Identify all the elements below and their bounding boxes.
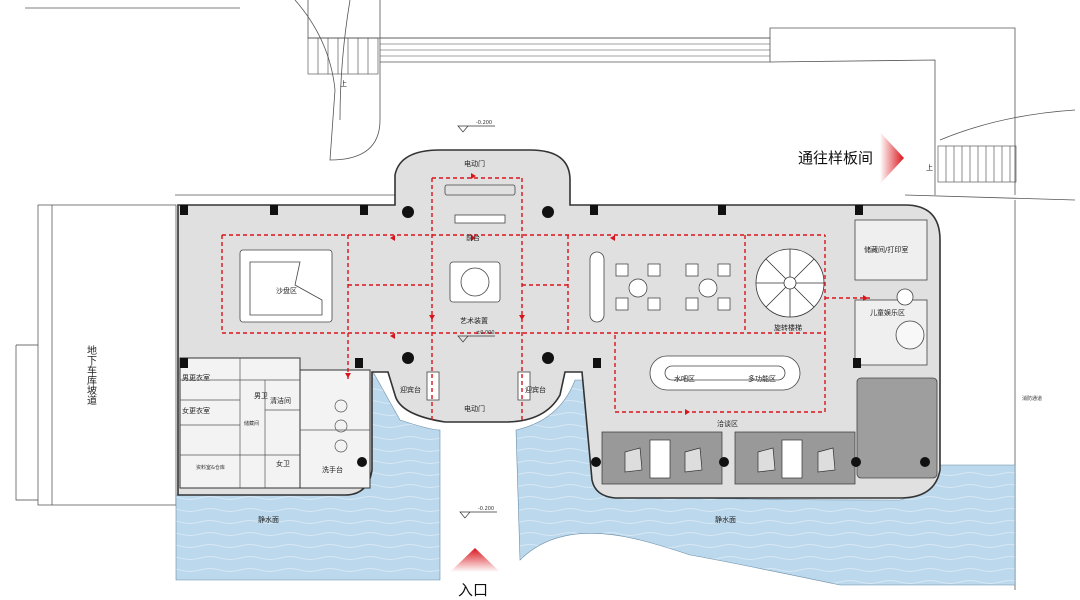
entrance-label: 入口 <box>458 581 488 599</box>
front-desk-label: 前台 <box>466 233 480 242</box>
female-locker-label: 女更衣室 <box>182 406 210 415</box>
electric-door-top-label: 电动门 <box>464 159 485 168</box>
columns <box>180 205 930 467</box>
cleaning-room-label: 清洁间 <box>270 396 291 405</box>
wash-basin-label: 洗手台 <box>322 465 343 474</box>
stair-top-left <box>307 37 770 75</box>
sand-table-label: 沙盘区 <box>276 286 297 295</box>
electric-door-bottom-label: 电动门 <box>464 404 485 413</box>
fire-lane-label: 消防通道 <box>1022 395 1042 402</box>
spiral-stair-icon <box>755 248 825 318</box>
cafe-tables <box>615 263 731 311</box>
service-partitions <box>180 358 370 488</box>
up-label-left: 上 <box>340 79 347 88</box>
to-showflat-label: 通往样板间 <box>798 149 873 167</box>
water-bar-label: 水吧区 <box>674 374 695 383</box>
up-label-right: 上 <box>926 163 933 172</box>
female-wc-label: 女卫 <box>276 459 290 468</box>
garage-ramp <box>15 204 177 506</box>
elevation-mid-label: ±0.000 <box>476 330 495 336</box>
route-arrowheads <box>345 173 868 415</box>
male-locker-label: 男更衣室 <box>182 373 210 382</box>
to-showflat-arrow-icon <box>880 132 904 184</box>
circulation-route <box>221 177 870 420</box>
elevation-top-label: -0.200 <box>476 120 492 126</box>
still-water-right-label: 静水面 <box>715 515 736 524</box>
elevation-bottom-label: -0.200 <box>478 506 494 512</box>
entrance-arrow-icon <box>450 548 500 572</box>
reception-left-label: 迎宾台 <box>400 385 421 394</box>
negotiation-furniture <box>601 431 856 485</box>
file-storage-label: 资料室&仓库 <box>196 464 225 471</box>
still-water-left-label: 静水面 <box>258 515 279 524</box>
stair-right <box>937 145 1017 183</box>
elevation-markers <box>457 125 497 519</box>
male-wc-label: 男卫 <box>254 392 268 400</box>
storage-room-label: 储藏间 <box>244 420 259 427</box>
multi-area-label: 多功能区 <box>748 374 776 383</box>
art-installation-label: 艺术装置 <box>460 316 488 325</box>
spiral-stair-label: 旋转楼梯 <box>774 323 802 332</box>
interior-furniture <box>239 184 938 479</box>
garage-ramp-label: 地下车库坡道 <box>85 344 97 405</box>
reception-right-label: 迎宾台 <box>525 385 546 394</box>
storage-print-label: 储藏间/打印室 <box>864 245 908 254</box>
negotiation-label: 洽谈区 <box>717 419 738 428</box>
kids-area-label: 儿童娱乐区 <box>870 308 905 317</box>
